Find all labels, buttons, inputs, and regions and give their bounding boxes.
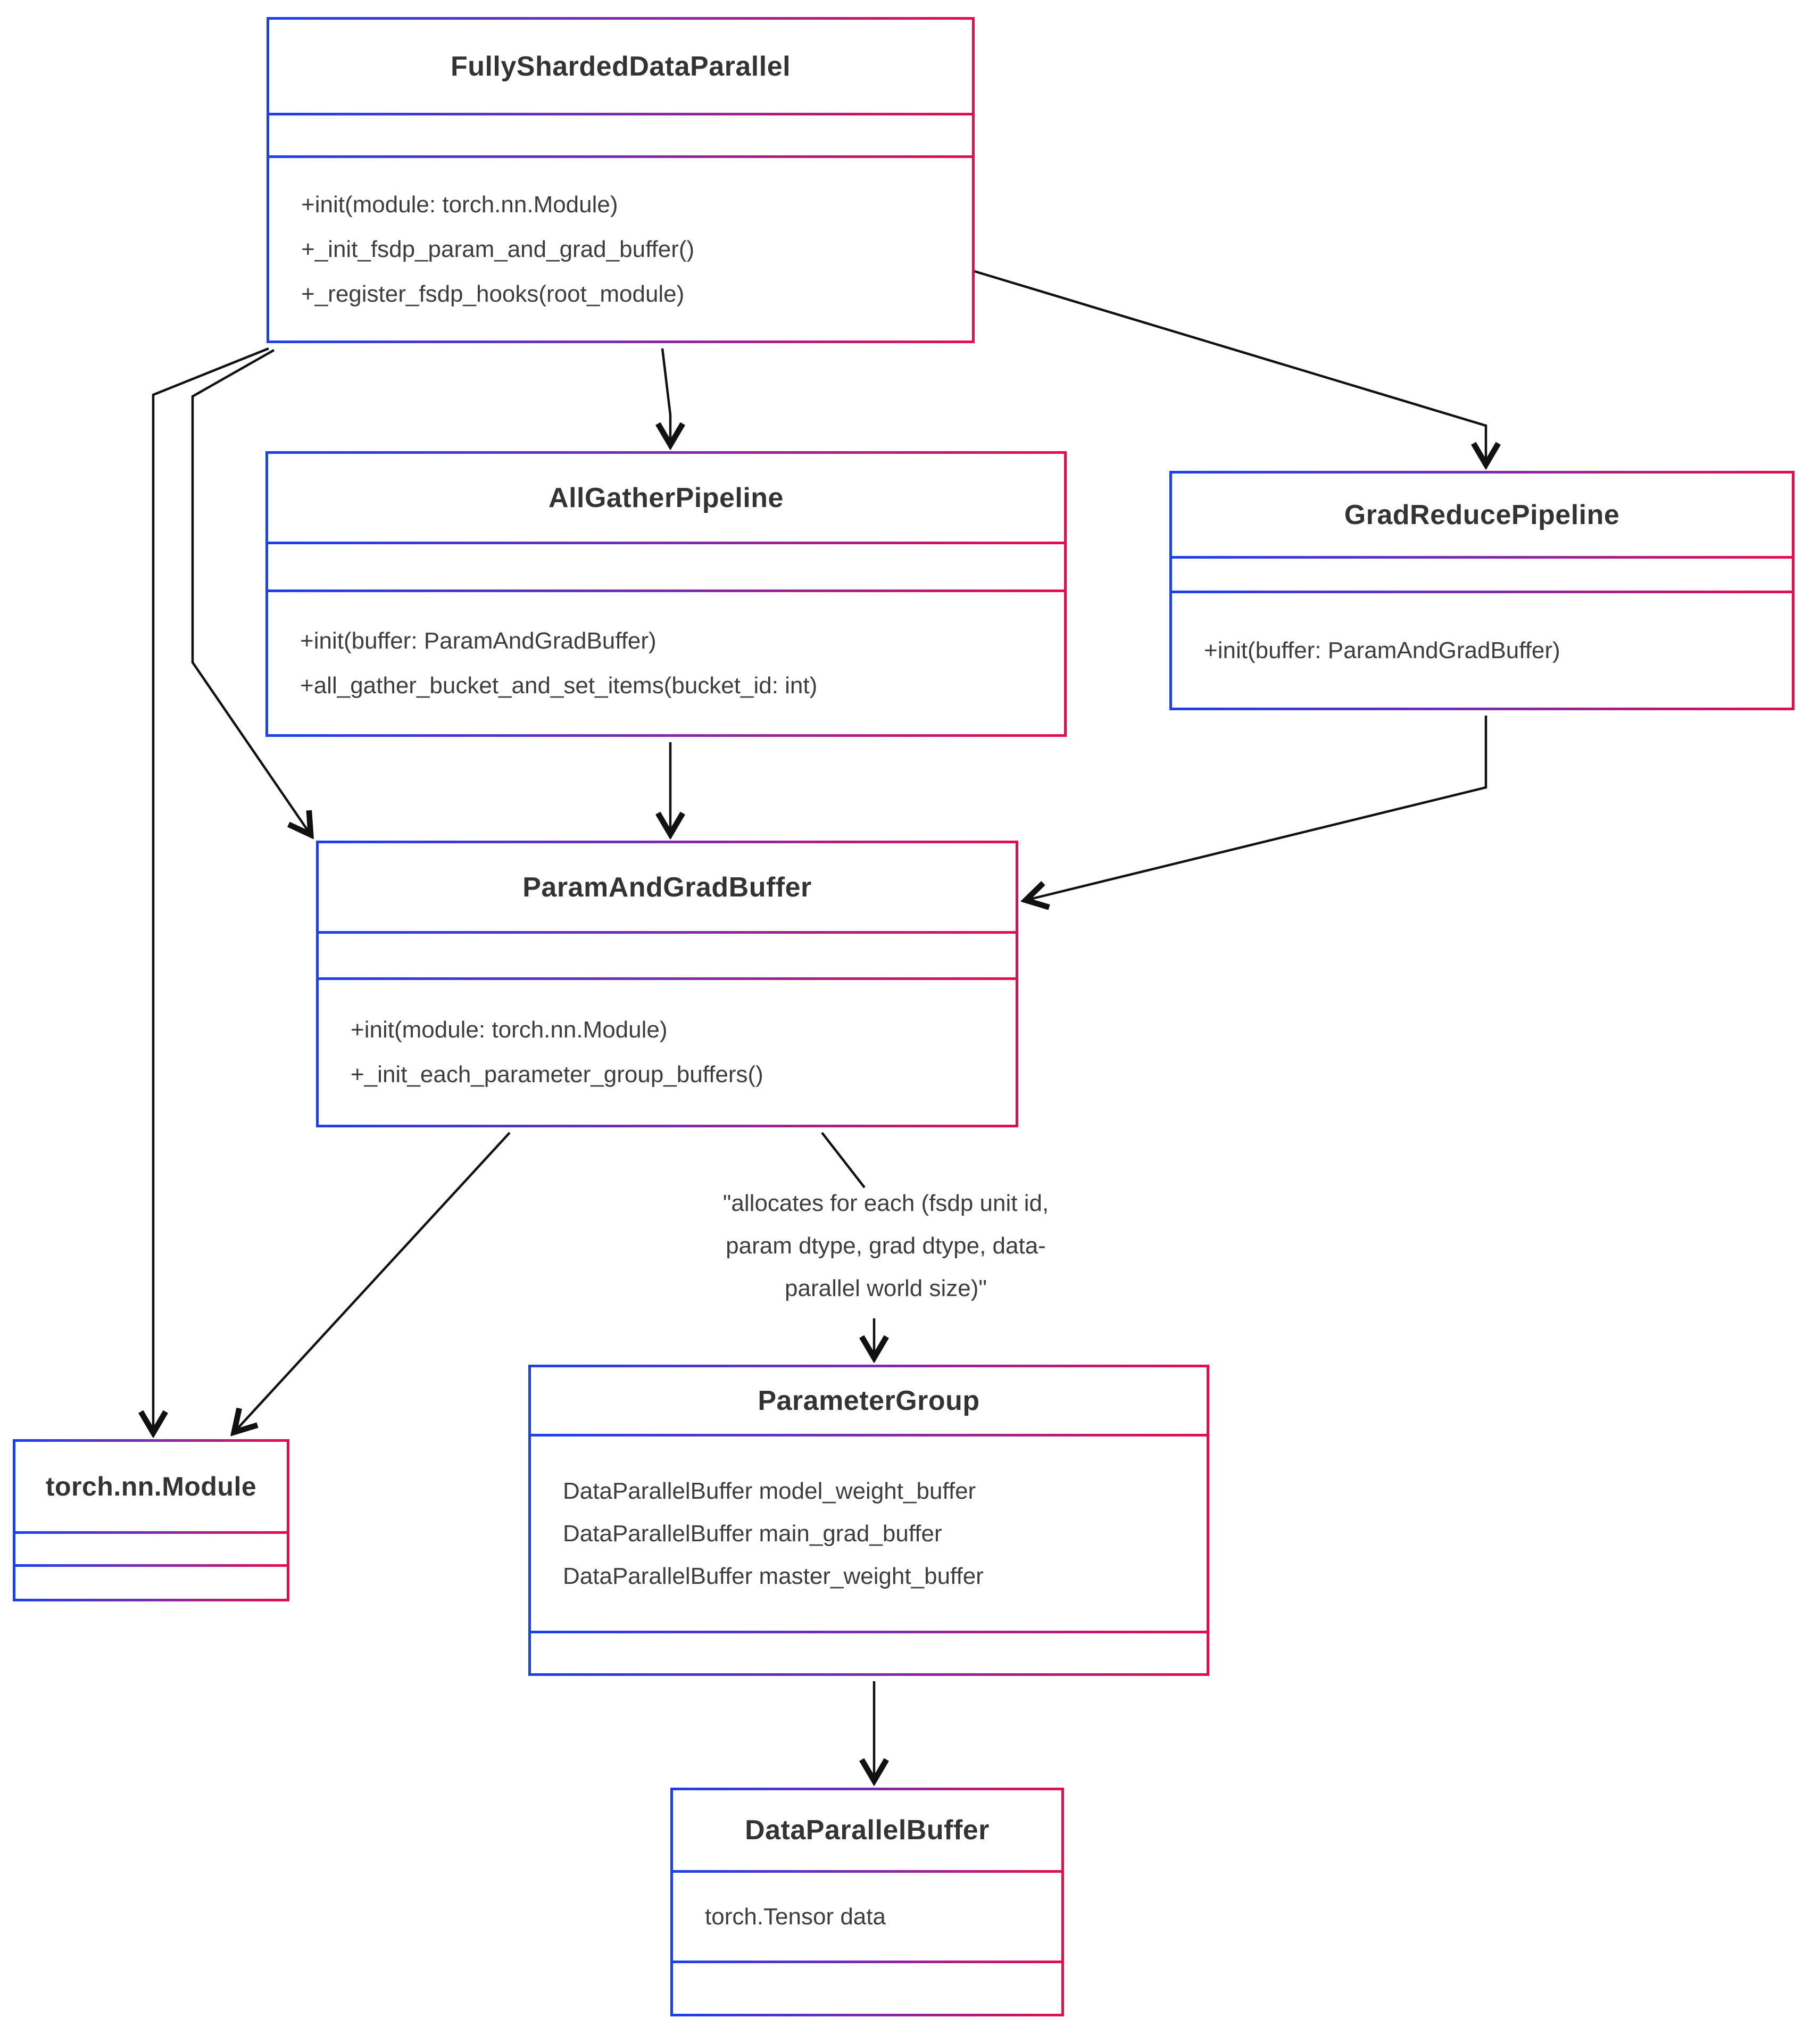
class-name: ParamAndGradBuffer — [522, 871, 812, 903]
class-title: ParamAndGradBuffer — [316, 841, 1018, 934]
arrow-fsdp-to-gradreduce — [974, 270, 1486, 464]
method: +_init_fsdp_param_and_grad_buffer() — [301, 236, 695, 262]
attributes-compartment: DataParallelBuffer model_weight_buffer D… — [528, 1434, 1209, 1633]
arrow-parambuffer-to-torchnnmodule — [234, 1132, 511, 1432]
class-title: torch.nn.Module — [13, 1439, 289, 1534]
class-name: torch.nn.Module — [45, 1472, 257, 1501]
attributes-compartment — [316, 931, 1018, 980]
class-name: GradReducePipeline — [1344, 499, 1620, 530]
attributes-compartment — [1169, 556, 1794, 593]
attributes-compartment: torch.Tensor data — [670, 1870, 1064, 1963]
line-parambuffer-to-note — [821, 1132, 866, 1189]
attributes-compartment — [267, 113, 975, 158]
methods-compartment — [670, 1961, 1064, 2016]
class-grad-reduce-pipeline: GradReducePipeline +init(buffer: ParamAn… — [1169, 471, 1794, 710]
class-parameter-group: ParameterGroup DataParallelBuffer model_… — [528, 1365, 1209, 1676]
attributes-compartment — [13, 1531, 289, 1567]
method: +init(module: torch.nn.Module) — [301, 191, 618, 218]
method: +_register_fsdp_hooks(root_module) — [301, 280, 685, 307]
class-title: DataParallelBuffer — [670, 1788, 1064, 1873]
class-title: FullyShardedDataParallel — [267, 17, 975, 115]
class-name: AllGatherPipeline — [549, 482, 784, 513]
note-line: param dtype, grad dtype, data- — [726, 1233, 1046, 1259]
attribute: DataParallelBuffer master_weight_buffer — [563, 1563, 984, 1589]
attribute: DataParallelBuffer main_grad_buffer — [563, 1520, 942, 1547]
allocates-note: "allocates for each (fsdp unit id, param… — [612, 1182, 1160, 1310]
note-line: "allocates for each (fsdp unit id, — [722, 1190, 1049, 1216]
methods-compartment — [528, 1631, 1209, 1676]
method: +all_gather_bucket_and_set_items(bucket_… — [300, 672, 818, 699]
method: +init(buffer: ParamAndGradBuffer) — [300, 627, 656, 654]
methods-compartment: +init(module: torch.nn.Module) +_init_fs… — [267, 155, 975, 343]
arrow-fsdp-to-torchnnmodule — [153, 347, 269, 1433]
note-line: parallel world size)" — [785, 1275, 987, 1301]
method: +init(module: torch.nn.Module) — [351, 1017, 668, 1043]
attribute: torch.Tensor data — [705, 1903, 886, 1930]
arrow-gradreduce-to-parambuffer — [1026, 716, 1487, 900]
class-title: AllGatherPipeline — [265, 451, 1067, 544]
method: +_init_each_parameter_group_buffers() — [351, 1061, 763, 1087]
class-name: FullyShardedDataParallel — [450, 51, 791, 82]
class-title: GradReducePipeline — [1169, 471, 1794, 559]
class-title: ParameterGroup — [528, 1365, 1209, 1436]
methods-compartment: +init(module: torch.nn.Module) +_init_ea… — [316, 977, 1018, 1127]
attribute: DataParallelBuffer model_weight_buffer — [563, 1477, 976, 1504]
methods-compartment: +init(buffer: ParamAndGradBuffer) — [1169, 591, 1794, 710]
arrow-fsdp-to-allgather — [662, 348, 670, 445]
class-name: ParameterGroup — [758, 1385, 980, 1416]
attributes-compartment — [265, 542, 1067, 592]
class-data-parallel-buffer: DataParallelBuffer torch.Tensor data — [670, 1788, 1064, 2016]
methods-compartment: +init(buffer: ParamAndGradBuffer) +all_g… — [265, 589, 1067, 737]
methods-compartment — [13, 1564, 289, 1601]
class-torch-nn-module: torch.nn.Module — [13, 1439, 289, 1601]
class-name: DataParallelBuffer — [745, 1815, 990, 1846]
class-all-gather-pipeline: AllGatherPipeline +init(buffer: ParamAnd… — [265, 451, 1067, 737]
class-param-and-grad-buffer: ParamAndGradBuffer +init(module: torch.n… — [316, 841, 1018, 1127]
class-fully-sharded-data-parallel: FullyShardedDataParallel +init(module: t… — [267, 17, 975, 343]
method: +init(buffer: ParamAndGradBuffer) — [1204, 637, 1560, 663]
